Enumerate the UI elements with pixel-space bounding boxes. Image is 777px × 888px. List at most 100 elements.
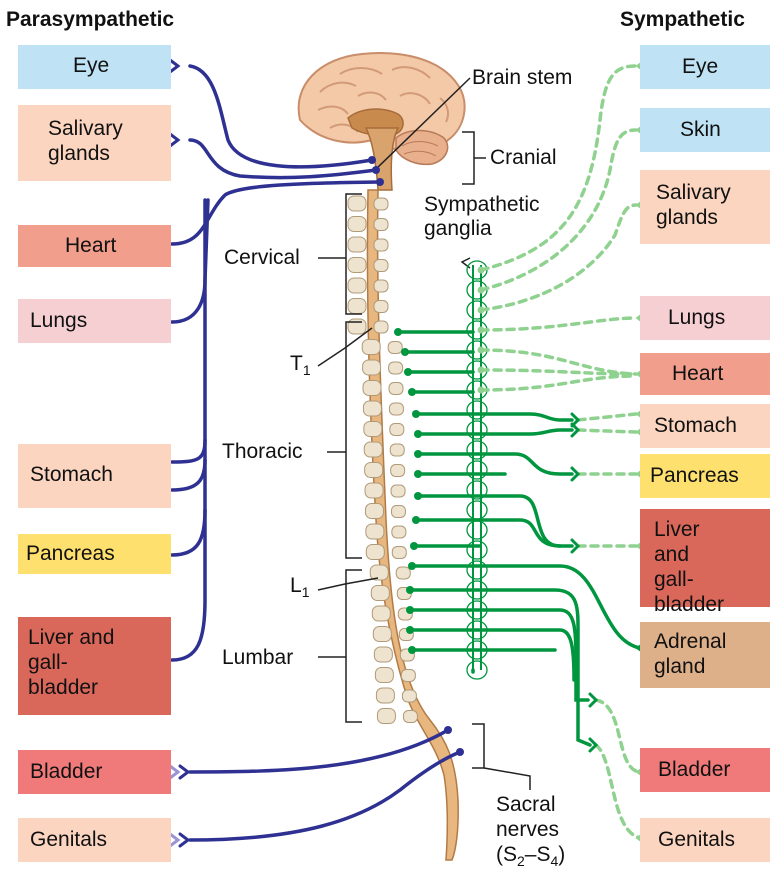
sympathetic-ganglia-label: Sympathetic ganglia [424,193,574,241]
organ-label: Heart [672,362,723,385]
ganglion [467,401,487,419]
sympathetic-organ-lungs: Lungs [640,296,770,340]
synapse-marker [590,694,596,706]
vertebra [363,401,381,416]
synapse-marker [170,834,178,846]
vertebra [371,586,389,601]
sympathetic-solid-nerves [398,332,640,745]
vertebra-process [389,362,403,374]
vertebra [375,668,393,683]
organ-label: Pancreas [650,464,739,487]
label-subscript: 1 [302,584,310,600]
organ-label: Eye [682,55,718,78]
parasympathetic-organ-stomach: Stomach [18,444,171,508]
organ-label: Stomach [30,463,113,486]
vertebra [365,483,383,498]
vertebra-process [374,301,388,313]
organ-label: Bladder [30,760,102,783]
organ-label: Eye [73,54,109,77]
label-text: L [290,574,302,597]
vertebra [364,442,382,457]
organ-label: Skin [680,118,721,141]
label-line: nerves [496,817,565,842]
vertebra [363,360,381,375]
parasympathetic-organ-genitals: Genitals [18,818,171,862]
sympathetic-organ-eye: Eye [640,45,770,89]
vertebra-process [374,321,388,333]
vertebra-process [374,239,388,251]
vertebra-process [389,383,403,395]
parasympathetic-organ-liver-gallbladder: Liver and gall-bladder [18,617,171,715]
ganglion [467,661,487,679]
vertebra [348,258,366,273]
brain-illustration [299,53,465,190]
synapse-marker [170,60,178,72]
vertebra [372,606,390,621]
organ-label: Genitals [30,828,107,851]
sympathetic-dashed-nerves [481,66,640,838]
organ-label: Adrenal gland [654,629,734,679]
ganglion [467,421,487,439]
thoracic-label: Thoracic [222,440,303,464]
vertebra [363,381,381,396]
label-subscript: 1 [303,362,311,378]
ganglion [467,441,487,459]
label-text: T [290,352,303,375]
organ-label: Lungs [30,309,87,332]
sympathetic-ganglia [467,261,487,679]
vertebra-process [392,526,406,538]
sympathetic-organ-genitals: Genitals [640,818,770,862]
vertebra [377,709,395,724]
sympathetic-synapse-markers [572,60,646,844]
organ-label: Salivary glands [48,116,138,166]
parasympathetic-organ-eye: Eye [18,45,171,89]
vertebra-process [391,465,405,477]
vertebra [374,647,392,662]
sympathetic-organ-salivary-glands: Salivary glands [640,170,770,244]
ganglion [467,541,487,559]
organ-label: Salivary glands [656,180,752,230]
vertebra-process [388,342,402,354]
vertebra-process [374,198,388,210]
sympathetic-organ-adrenal-gland: Adrenal gland [640,622,770,688]
vertebra-process [391,506,405,518]
t1-label: T1 [290,352,311,382]
vertebra [376,688,394,703]
organ-label: Bladder [658,758,730,781]
sympathetic-organ-skin: Skin [640,108,770,152]
organ-label: Lungs [668,306,725,329]
vertebra [348,299,366,314]
ganglion [467,501,487,519]
sympathetic-organ-heart: Heart [640,353,770,395]
vertebra-process [374,260,388,272]
vertebra-process [396,567,410,579]
label-line: Sacral [496,792,565,817]
label-text: Sympathetic ganglia [424,193,574,241]
vertebra-process [401,670,415,682]
synapse-marker [170,134,178,146]
ganglion [467,461,487,479]
synapse-marker [180,834,188,846]
parasympathetic-organ-bladder: Bladder [18,750,171,794]
lumbar-label: Lumbar [222,646,293,670]
parasympathetic-organ-salivary-glands: Salivary glands [18,105,171,181]
label-subscript: 2 [517,853,525,869]
label-part: –S [525,843,551,866]
label-part: (S [496,843,517,866]
vertebra-process [390,424,404,436]
vertebra [348,278,366,293]
parasympathetic-organ-heart: Heart [18,225,171,267]
vertebra-process [402,690,416,702]
vertebra-process [392,547,406,559]
label-line: (S2–S4) [496,842,565,874]
vertebra [364,422,382,437]
cranial-label: Cranial [490,146,557,170]
vertebra [348,217,366,232]
sympathetic-organ-liver-gallbladder: Liver and gall-bladder [640,509,770,607]
vertebra-process [374,219,388,231]
vertebra [373,627,391,642]
synapse-marker [170,766,178,778]
vertebra [370,565,388,580]
parasympathetic-organ-pancreas: Pancreas [18,534,171,574]
vertebra [365,504,383,519]
